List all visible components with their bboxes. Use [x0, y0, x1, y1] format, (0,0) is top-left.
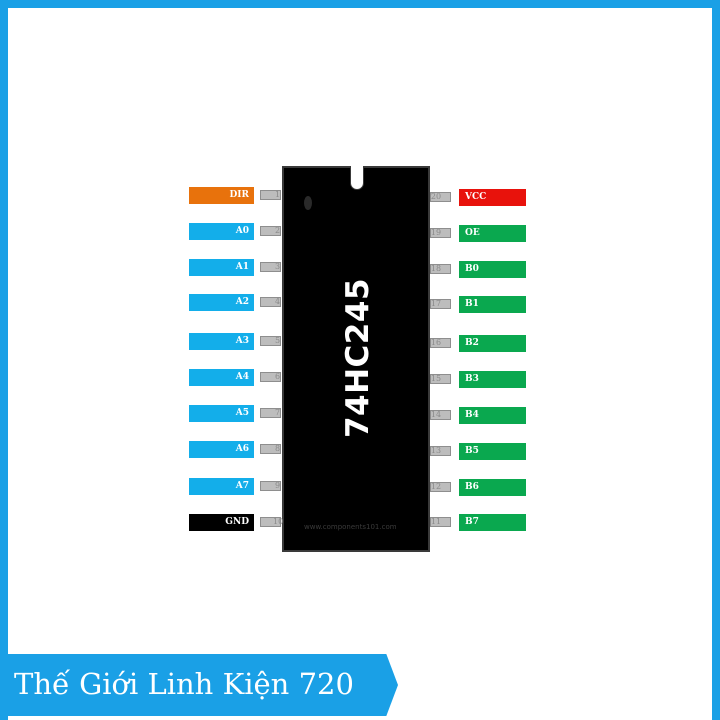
pin-label-a7: A7 [189, 478, 254, 495]
pin-leg-3 [260, 262, 281, 272]
brand-banner-text: Thế Giới Linh Kiện 720 [14, 667, 354, 701]
pin-label-b1: B1 [459, 296, 526, 313]
pin-label-b3: B3 [459, 371, 526, 388]
pin-leg-12 [430, 482, 451, 492]
pin-leg-20 [430, 192, 451, 202]
pin-number-5: 5 [274, 336, 281, 345]
pin-leg-18 [430, 264, 451, 274]
pin-leg-14 [430, 410, 451, 420]
pin-number-3: 3 [274, 262, 281, 271]
pin-label-a1: A1 [189, 259, 254, 276]
pin-leg-10 [260, 517, 281, 527]
pin-label-a6: A6 [189, 441, 254, 458]
pin-label-a4: A4 [189, 369, 254, 386]
pin-number-18: 18 [430, 264, 442, 273]
ic-chip-body: 74HC245 www.components101.com [282, 166, 430, 552]
pin-number-17: 17 [430, 299, 442, 308]
pin-number-4: 4 [274, 297, 281, 306]
pin-number-2: 2 [274, 226, 281, 235]
pin1-marker-dot [304, 196, 312, 210]
pin-leg-9 [260, 481, 281, 491]
pin-label-gnd: GND [189, 514, 254, 531]
pin-leg-11 [430, 517, 451, 527]
pin-leg-5 [260, 336, 281, 346]
pin-leg-13 [430, 446, 451, 456]
pin-label-b0: B0 [459, 261, 526, 278]
pin-label-dir: DIR [189, 187, 254, 204]
brand-banner [8, 654, 398, 716]
pin-leg-6 [260, 372, 281, 382]
pin-label-a2: A2 [189, 294, 254, 311]
pin-number-8: 8 [274, 444, 281, 453]
pin-number-9: 9 [274, 481, 281, 490]
pin-leg-2 [260, 226, 281, 236]
pin-number-7: 7 [274, 408, 281, 417]
chip-watermark-text: www.components101.com [304, 523, 397, 531]
chip-notch [350, 166, 364, 190]
pin-label-b6: B6 [459, 479, 526, 496]
pin-label-b2: B2 [459, 335, 526, 352]
pin-leg-17 [430, 299, 451, 309]
pin-label-b4: B4 [459, 407, 526, 424]
pin-label-b7: B7 [459, 514, 526, 531]
pin-label-a0: A0 [189, 223, 254, 240]
pin-label-b5: B5 [459, 443, 526, 460]
chip-part-number: 74HC245 [340, 277, 376, 439]
pin-number-14: 14 [430, 410, 442, 419]
pin-number-13: 13 [430, 446, 442, 455]
pin-number-12: 12 [430, 482, 442, 491]
pin-number-6: 6 [274, 372, 281, 381]
pin-number-10: 10 [273, 517, 284, 526]
pin-label-a3: A3 [189, 333, 254, 350]
pin-leg-16 [430, 338, 451, 348]
pin-leg-1 [260, 190, 281, 200]
pin-leg-4 [260, 297, 281, 307]
pin-label-vcc: VCC [459, 189, 526, 206]
pin-leg-19 [430, 228, 451, 238]
pin-label-a5: A5 [189, 405, 254, 422]
pin-number-11: 11 [430, 517, 442, 526]
pin-number-20: 20 [430, 192, 442, 201]
pin-leg-8 [260, 444, 281, 454]
pin-number-16: 16 [430, 338, 442, 347]
pin-leg-7 [260, 408, 281, 418]
pin-number-19: 19 [430, 228, 442, 237]
pin-leg-15 [430, 374, 451, 384]
pin-number-1: 1 [274, 190, 281, 199]
pin-label-oe: OE [459, 225, 526, 242]
pin-number-15: 15 [430, 374, 442, 383]
